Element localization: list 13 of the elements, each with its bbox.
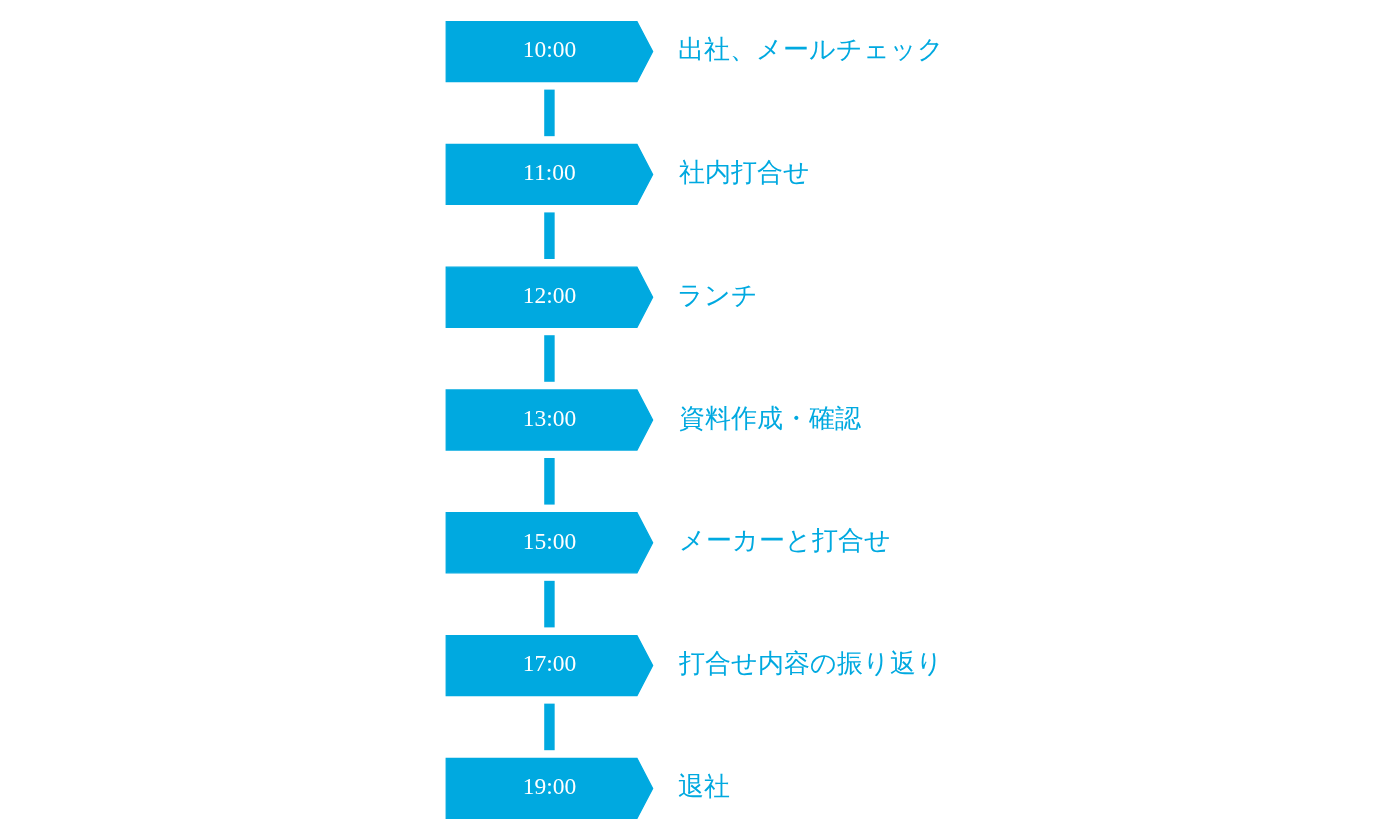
node-label: 退社 <box>677 771 730 801</box>
node-label: 社内打合せ <box>678 157 810 187</box>
node-label: メーカーと打合せ <box>678 526 891 556</box>
connector <box>544 212 555 259</box>
node-label: 打合せ内容の振り返り <box>678 649 943 679</box>
node-label: 資料作成・確認 <box>679 403 862 433</box>
node-label: ランチ <box>677 280 759 310</box>
connector <box>544 89 555 137</box>
connector <box>544 458 555 505</box>
node-label: 出社、メールチェック <box>677 35 944 65</box>
connector <box>544 580 555 628</box>
connector <box>544 335 555 382</box>
connector <box>544 703 555 751</box>
